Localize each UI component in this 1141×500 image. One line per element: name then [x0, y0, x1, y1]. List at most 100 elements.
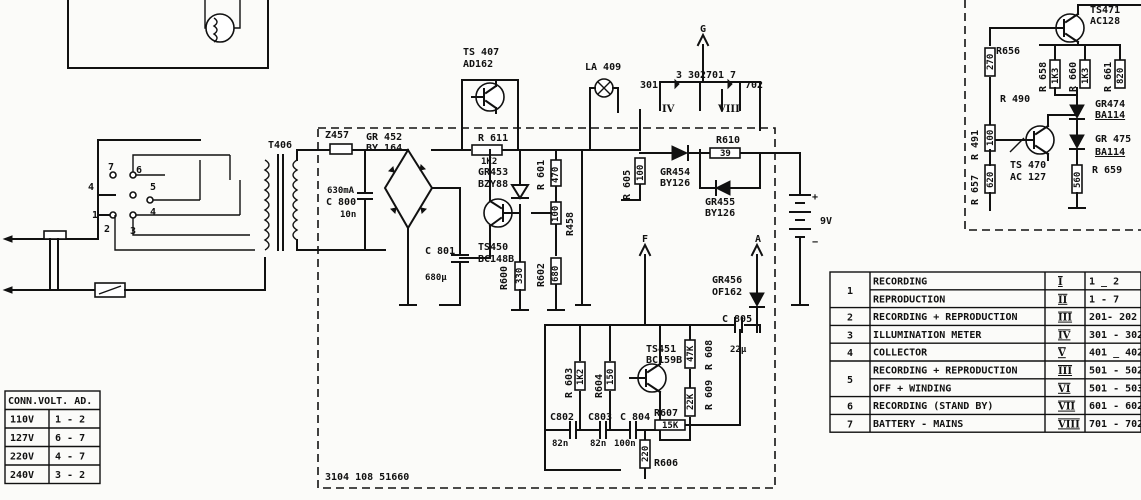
svg-text:GR456: GR456: [712, 275, 742, 286]
svg-text:G: G: [700, 24, 706, 35]
svg-text:−: −: [812, 237, 818, 248]
diode-gr456: GR456 OF162: [712, 275, 765, 333]
svg-text:+: +: [812, 192, 818, 203]
switch-table-roman: V: [1057, 348, 1066, 359]
svg-text:AC 127: AC 127: [1010, 172, 1046, 183]
svg-text:BZY88: BZY88: [478, 179, 508, 190]
svg-text:680μ: 680μ: [425, 273, 447, 283]
svg-text:301: 301: [640, 80, 658, 91]
switch-table-num: 4: [847, 348, 853, 359]
svg-text:GR 452: GR 452: [366, 132, 402, 143]
diode-gr455: GR455 BY126: [699, 149, 761, 219]
switch-table-desc: RECORDING (STAND BY): [873, 401, 993, 412]
motor-box: [67, 0, 269, 69]
resistor-r610: R610 39: [709, 135, 741, 159]
svg-text:22K: 22K: [686, 393, 696, 410]
board-outline: [317, 127, 776, 489]
switch-contacts: G 301 3 302 701 7 702 IV VIII: [640, 24, 763, 131]
resistor-r604: R604 150: [594, 324, 616, 431]
terminal-4b: 4: [150, 207, 156, 218]
svg-text:82n: 82n: [552, 439, 568, 449]
svg-text:BA114: BA114: [1095, 147, 1125, 158]
transistor-ts407: TS 407 AD162: [461, 47, 519, 151]
conn-terminals: 6 - 7: [55, 433, 85, 444]
switch-table-roman: III: [1058, 313, 1072, 324]
switch-table-desc: OFF + WINDING: [873, 383, 951, 394]
switch-table-desc: BATTERY - MAINS: [873, 419, 963, 430]
svg-text:Z457: Z457: [325, 130, 349, 141]
transformer-t406: T406: [263, 140, 311, 251]
svg-text:OF162: OF162: [712, 287, 742, 298]
svg-text:82n: 82n: [590, 439, 606, 449]
transistor-ts450: TS450 BC148B: [459, 149, 521, 265]
svg-text:R 609: R 609: [704, 380, 715, 410]
svg-text:330: 330: [515, 268, 525, 284]
svg-text:620: 620: [986, 172, 996, 188]
svg-text:100n: 100n: [614, 439, 636, 449]
conn-table-header: CONN.VOLT. AD.: [8, 396, 92, 407]
svg-text:3: 3: [676, 70, 682, 81]
svg-text:VIII: VIII: [717, 104, 740, 115]
node-a: A: [750, 234, 764, 296]
conn-voltage: 127V: [10, 433, 34, 444]
switch-table-roman: II: [1058, 295, 1068, 306]
switch-table-num: 7: [847, 419, 853, 430]
switch-table-range: 1 _ 2: [1089, 277, 1119, 288]
svg-text:R610: R610: [716, 135, 740, 146]
svg-text:100: 100: [986, 130, 996, 146]
svg-text:702: 702: [745, 80, 763, 91]
svg-text:630mA: 630mA: [327, 186, 355, 196]
svg-text:C802: C802: [550, 412, 574, 423]
terminal-5: 5: [150, 182, 156, 193]
svg-text:R 608: R 608: [704, 340, 715, 370]
svg-text:C803: C803: [588, 412, 612, 423]
svg-text:R 605: R 605: [622, 170, 633, 200]
svg-text:BY126: BY126: [660, 178, 690, 189]
switch-table-num: 2: [847, 313, 853, 324]
svg-text:BY 164: BY 164: [366, 143, 402, 154]
svg-text:R 603: R 603: [564, 368, 575, 398]
terminal-7: 7: [108, 162, 114, 173]
svg-text:TS451: TS451: [646, 344, 676, 355]
svg-text:R656: R656: [996, 46, 1020, 57]
switch-table-num: 6: [847, 402, 853, 413]
svg-text:270: 270: [986, 54, 996, 70]
svg-text:47K: 47K: [686, 345, 696, 362]
svg-text:R 491: R 491: [970, 130, 981, 160]
svg-text:GR474: GR474: [1095, 99, 1125, 110]
switch-table-desc: REPRODUCTION: [873, 294, 945, 305]
svg-text:AD162: AD162: [463, 59, 493, 70]
svg-text:C 804: C 804: [620, 412, 650, 423]
terminal-4a: 4: [88, 182, 94, 193]
svg-text:TS 407: TS 407: [463, 47, 499, 58]
resistor-r608: R 608 47K: [684, 324, 715, 389]
svg-text:100: 100: [636, 165, 646, 181]
svg-text:GR453: GR453: [478, 167, 508, 178]
svg-text:R607: R607: [654, 408, 678, 419]
svg-text:TS450: TS450: [478, 242, 508, 253]
svg-text:TS 470: TS 470: [1010, 160, 1046, 171]
svg-text:302: 302: [688, 70, 706, 81]
switch-table-num: 1: [847, 286, 853, 297]
board-number: 3104 108 51660: [325, 472, 409, 483]
svg-text:F: F: [642, 234, 648, 245]
svg-text:701: 701: [706, 70, 724, 81]
switch-table-roman: VI: [1057, 384, 1071, 395]
svg-text:R 659: R 659: [1092, 165, 1122, 176]
t406-label: T406: [268, 140, 292, 151]
svg-text:R458: R458: [565, 212, 576, 236]
switch-table-range: 401 _ 402: [1089, 348, 1141, 359]
svg-text:R 657: R 657: [970, 175, 981, 205]
resistor-r606: 220 R606: [639, 429, 678, 479]
svg-text:R 658: R 658: [1038, 62, 1049, 92]
svg-text:A: A: [755, 234, 761, 245]
switch-table-range: 501 - 502: [1089, 366, 1141, 377]
svg-text:820: 820: [1116, 68, 1126, 84]
svg-text:BY126: BY126: [705, 208, 735, 219]
svg-text:R604: R604: [594, 374, 605, 398]
resistor-r603: R 603 1K2: [564, 324, 586, 431]
svg-text:10n: 10n: [340, 210, 356, 220]
switch-table-desc: RECORDING + REPRODUCTION: [873, 312, 1018, 323]
